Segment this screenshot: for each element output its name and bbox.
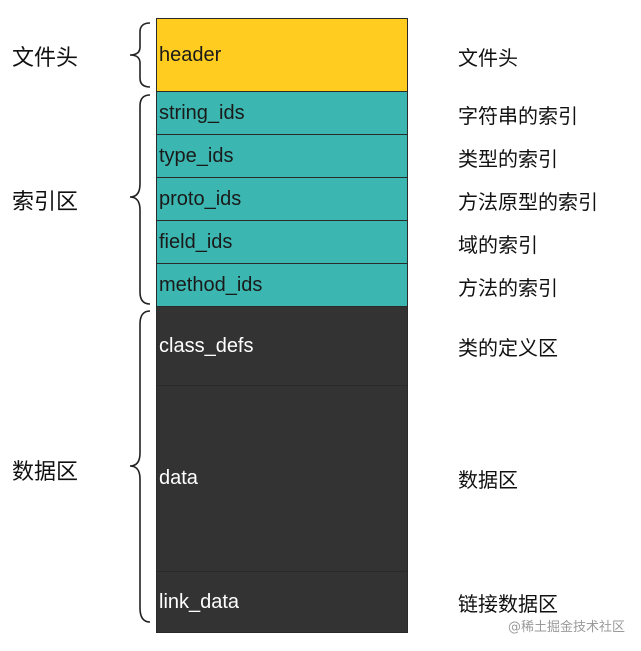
section-name: type_ids — [159, 144, 234, 167]
section-string-ids: string_ids — [156, 91, 408, 135]
brace-data-area — [129, 310, 151, 623]
brace-file-header — [129, 22, 151, 88]
desc-link-data: 链接数据区 — [458, 592, 558, 616]
section-name: data — [159, 467, 198, 489]
section-name: string_ids — [159, 101, 245, 124]
desc-header: 文件头 — [458, 46, 518, 70]
section-data: data — [156, 385, 408, 572]
desc-string-ids: 字符串的索引 — [458, 104, 578, 128]
desc-type-ids: 类型的索引 — [458, 147, 558, 171]
group-label-data-area: 数据区 — [12, 460, 79, 485]
section-field-ids: field_ids — [156, 220, 408, 264]
section-link-data: link_data — [156, 571, 408, 633]
group-label-file-header: 文件头 — [12, 46, 79, 71]
desc-method-ids: 方法的索引 — [458, 276, 558, 300]
section-name: field_ids — [159, 230, 233, 253]
section-header: header — [156, 18, 408, 92]
group-label-index-area: 索引区 — [12, 190, 79, 215]
section-name: link_data — [159, 590, 240, 613]
desc-proto-ids: 方法原型的索引 — [458, 190, 598, 214]
section-name: header — [159, 43, 222, 66]
brace-index-area — [129, 94, 151, 305]
section-method-ids: method_ids — [156, 263, 408, 307]
section-proto-ids: proto_ids — [156, 177, 408, 221]
section-type-ids: type_ids — [156, 134, 408, 178]
section-name: method_ids — [159, 273, 263, 296]
section-name: proto_ids — [159, 187, 242, 210]
desc-data: 数据区 — [458, 468, 518, 492]
section-class-defs: class_defs — [156, 306, 408, 386]
watermark: @稀土掘金技术社区 — [507, 620, 625, 635]
desc-class-defs: 类的定义区 — [458, 336, 558, 360]
desc-field-ids: 域的索引 — [458, 233, 538, 257]
section-name: class_defs — [159, 334, 254, 357]
